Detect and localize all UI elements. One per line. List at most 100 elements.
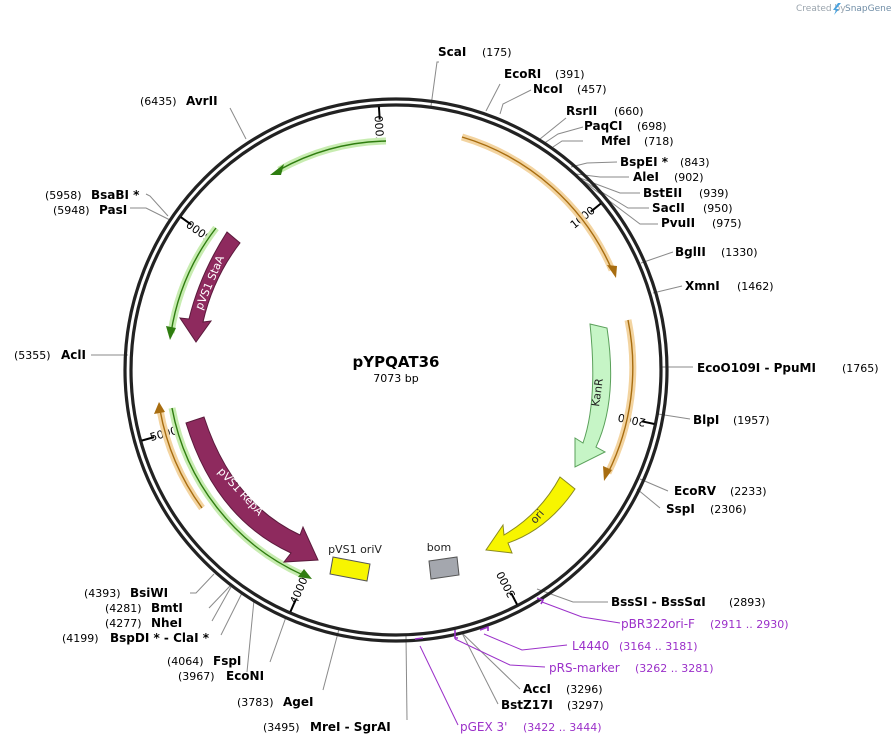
svg-text:ScaI: ScaI xyxy=(438,45,466,59)
svg-text:AvrII: AvrII xyxy=(186,94,218,108)
site-bsteii[interactable]: BstEII(939) xyxy=(643,186,729,200)
svg-text:MreI - SgrAI: MreI - SgrAI xyxy=(310,720,391,734)
site-sspi[interactable]: SspI(2306) xyxy=(666,502,747,516)
site-avrii[interactable]: (6435) AvrII xyxy=(140,94,218,108)
site-scai[interactable]: ScaI (175) xyxy=(438,45,512,59)
svg-text:(902): (902) xyxy=(674,171,704,184)
svg-text:(3495): (3495) xyxy=(263,721,300,734)
svg-text:(2893): (2893) xyxy=(729,596,766,609)
svg-text:(3262 .. 3281): (3262 .. 3281) xyxy=(635,662,714,675)
primer-pbr322ori-f[interactable]: pBR322ori-F(2911 .. 2930) xyxy=(621,617,789,631)
site-bsiwi[interactable]: (4393)BsiWI xyxy=(84,586,168,600)
svg-text:AleI: AleI xyxy=(633,170,659,184)
site-mfei[interactable]: MfeI (718) xyxy=(601,134,674,148)
site-bspei[interactable]: BspEI *(843) xyxy=(620,155,710,169)
feature-ori-arrow: ori xyxy=(485,476,576,554)
svg-text:AgeI: AgeI xyxy=(283,695,313,709)
tick-mark xyxy=(180,216,192,226)
svg-text:(660): (660) xyxy=(614,105,644,118)
svg-text:(1765): (1765) xyxy=(842,362,879,375)
svg-text:(3296): (3296) xyxy=(566,683,603,696)
svg-text:(4281): (4281) xyxy=(105,602,142,615)
snapgene-logo-icon xyxy=(833,3,841,15)
svg-text:BglII: BglII xyxy=(675,245,706,259)
site-econi[interactable]: (3967) EcoNI xyxy=(178,669,264,683)
svg-text:PasI: PasI xyxy=(99,203,127,217)
svg-text:pBR322ori-F: pBR322ori-F xyxy=(621,617,695,631)
svg-text:MfeI: MfeI xyxy=(601,134,631,148)
site-bspdi-clai[interactable]: (4199) BspDI * - ClaI * xyxy=(62,631,210,645)
site-bsabi[interactable]: (5958)BsaBI * xyxy=(45,188,140,202)
site-xmni[interactable]: XmnI (1462) xyxy=(685,279,774,293)
svg-text:(3967): (3967) xyxy=(178,670,215,683)
site-agei[interactable]: (3783)AgeI xyxy=(237,695,313,709)
site-pvuii[interactable]: PvuII(975) xyxy=(661,216,742,230)
site-ecori[interactable]: EcoRI(391) xyxy=(504,67,585,81)
svg-text:NcoI: NcoI xyxy=(533,82,563,96)
site-nhei[interactable]: (4277)NheI xyxy=(105,616,182,630)
tick-mark xyxy=(641,420,655,425)
site-bsssi[interactable]: BssSI - BssSαI (2893) xyxy=(611,595,766,609)
svg-text:(4393): (4393) xyxy=(84,587,121,600)
site-ecorv[interactable]: EcoRV(2233) xyxy=(674,484,767,498)
primer-prs-marker[interactable]: pRS-marker (3262 .. 3281) xyxy=(549,661,714,675)
svg-text:EcoNI: EcoNI xyxy=(226,669,264,683)
tick-mark xyxy=(377,106,381,120)
site-rsrii[interactable]: RsrII(660) xyxy=(566,104,644,118)
svg-text:(843): (843) xyxy=(680,156,710,169)
svg-text:SspI: SspI xyxy=(666,502,695,516)
feature-staa-arrow: pVS1 StaA xyxy=(178,231,241,343)
svg-text:BstEII: BstEII xyxy=(643,186,682,200)
site-mrei-sgrai[interactable]: (3495) MreI - SgrAI xyxy=(263,720,391,734)
feature-thin-arrows xyxy=(154,133,637,579)
primer-pgex-3[interactable]: pGEX 3'(3422 .. 3444) xyxy=(460,720,602,734)
site-ecoo109i-ppumi[interactable]: EcoO109I - PpuMI(1765) xyxy=(697,361,879,375)
primer-labels: pBR322ori-F(2911 .. 2930) L4440(3164 .. … xyxy=(460,617,789,734)
svg-text:(1462): (1462) xyxy=(737,280,774,293)
svg-text:(718): (718) xyxy=(644,135,674,148)
site-sacii[interactable]: SacII(950) xyxy=(652,201,733,215)
snapgene-brand: SnapGene xyxy=(845,4,892,14)
site-bstz17i[interactable]: BstZ17I(3297) xyxy=(501,698,604,712)
feature-label-bom: bom xyxy=(427,541,451,554)
site-acci[interactable]: AccI (3296) xyxy=(523,682,603,696)
site-paqci[interactable]: PaqCI(698) xyxy=(584,119,667,133)
svg-text:(391): (391) xyxy=(555,68,585,81)
svg-text:BmtI: BmtI xyxy=(151,601,183,615)
svg-text:(6435): (6435) xyxy=(140,95,177,108)
created-by-text: Created by xyxy=(796,4,846,14)
svg-text:pRS-marker: pRS-marker xyxy=(549,661,620,675)
feature-kanr-arrow: KanR xyxy=(574,323,612,468)
svg-text:BlpI: BlpI xyxy=(693,413,719,427)
site-bmti[interactable]: (4281) BmtI xyxy=(105,601,183,615)
svg-text:BstZ17I: BstZ17I xyxy=(501,698,553,712)
svg-text:BssSI - BssSαI: BssSI - BssSαI xyxy=(611,595,706,609)
svg-text:PaqCI: PaqCI xyxy=(584,119,622,133)
svg-text:EcoRV: EcoRV xyxy=(674,484,717,498)
svg-text:(975): (975) xyxy=(712,217,742,230)
site-pasi[interactable]: (5948)PasI xyxy=(53,203,127,217)
svg-text:(1957): (1957) xyxy=(733,414,770,427)
site-ncoi[interactable]: NcoI (457) xyxy=(533,82,607,96)
site-acli[interactable]: (5355)AclI xyxy=(14,348,86,362)
svg-text:(4064): (4064) xyxy=(167,655,204,668)
site-blpi[interactable]: BlpI (1957) xyxy=(693,413,770,427)
svg-text:AccI: AccI xyxy=(523,682,551,696)
svg-text:FspI: FspI xyxy=(213,654,241,668)
plasmid-size: 7073 bp xyxy=(373,372,418,385)
site-alei[interactable]: AleI (902) xyxy=(633,170,704,184)
feature-oriv-box: pVS1 oriV xyxy=(328,543,382,582)
primer-leader-lines xyxy=(419,601,621,726)
feature-label-kanr: KanR xyxy=(589,377,606,407)
tick-mark xyxy=(590,202,602,213)
svg-text:(175): (175) xyxy=(482,46,512,59)
svg-text:NheI: NheI xyxy=(151,616,182,630)
svg-text:(457): (457) xyxy=(577,83,607,96)
primer-l4440[interactable]: L4440(3164 .. 3181) xyxy=(572,639,698,653)
tick-label: 7000 xyxy=(373,115,388,144)
site-fspi[interactable]: (4064) FspI xyxy=(167,654,241,668)
svg-text:XmnI: XmnI xyxy=(685,279,720,293)
svg-text:(4199): (4199) xyxy=(62,632,99,645)
site-bglii[interactable]: BglII(1330) xyxy=(675,245,758,259)
svg-text:BspDI * - ClaI *: BspDI * - ClaI * xyxy=(110,631,210,645)
